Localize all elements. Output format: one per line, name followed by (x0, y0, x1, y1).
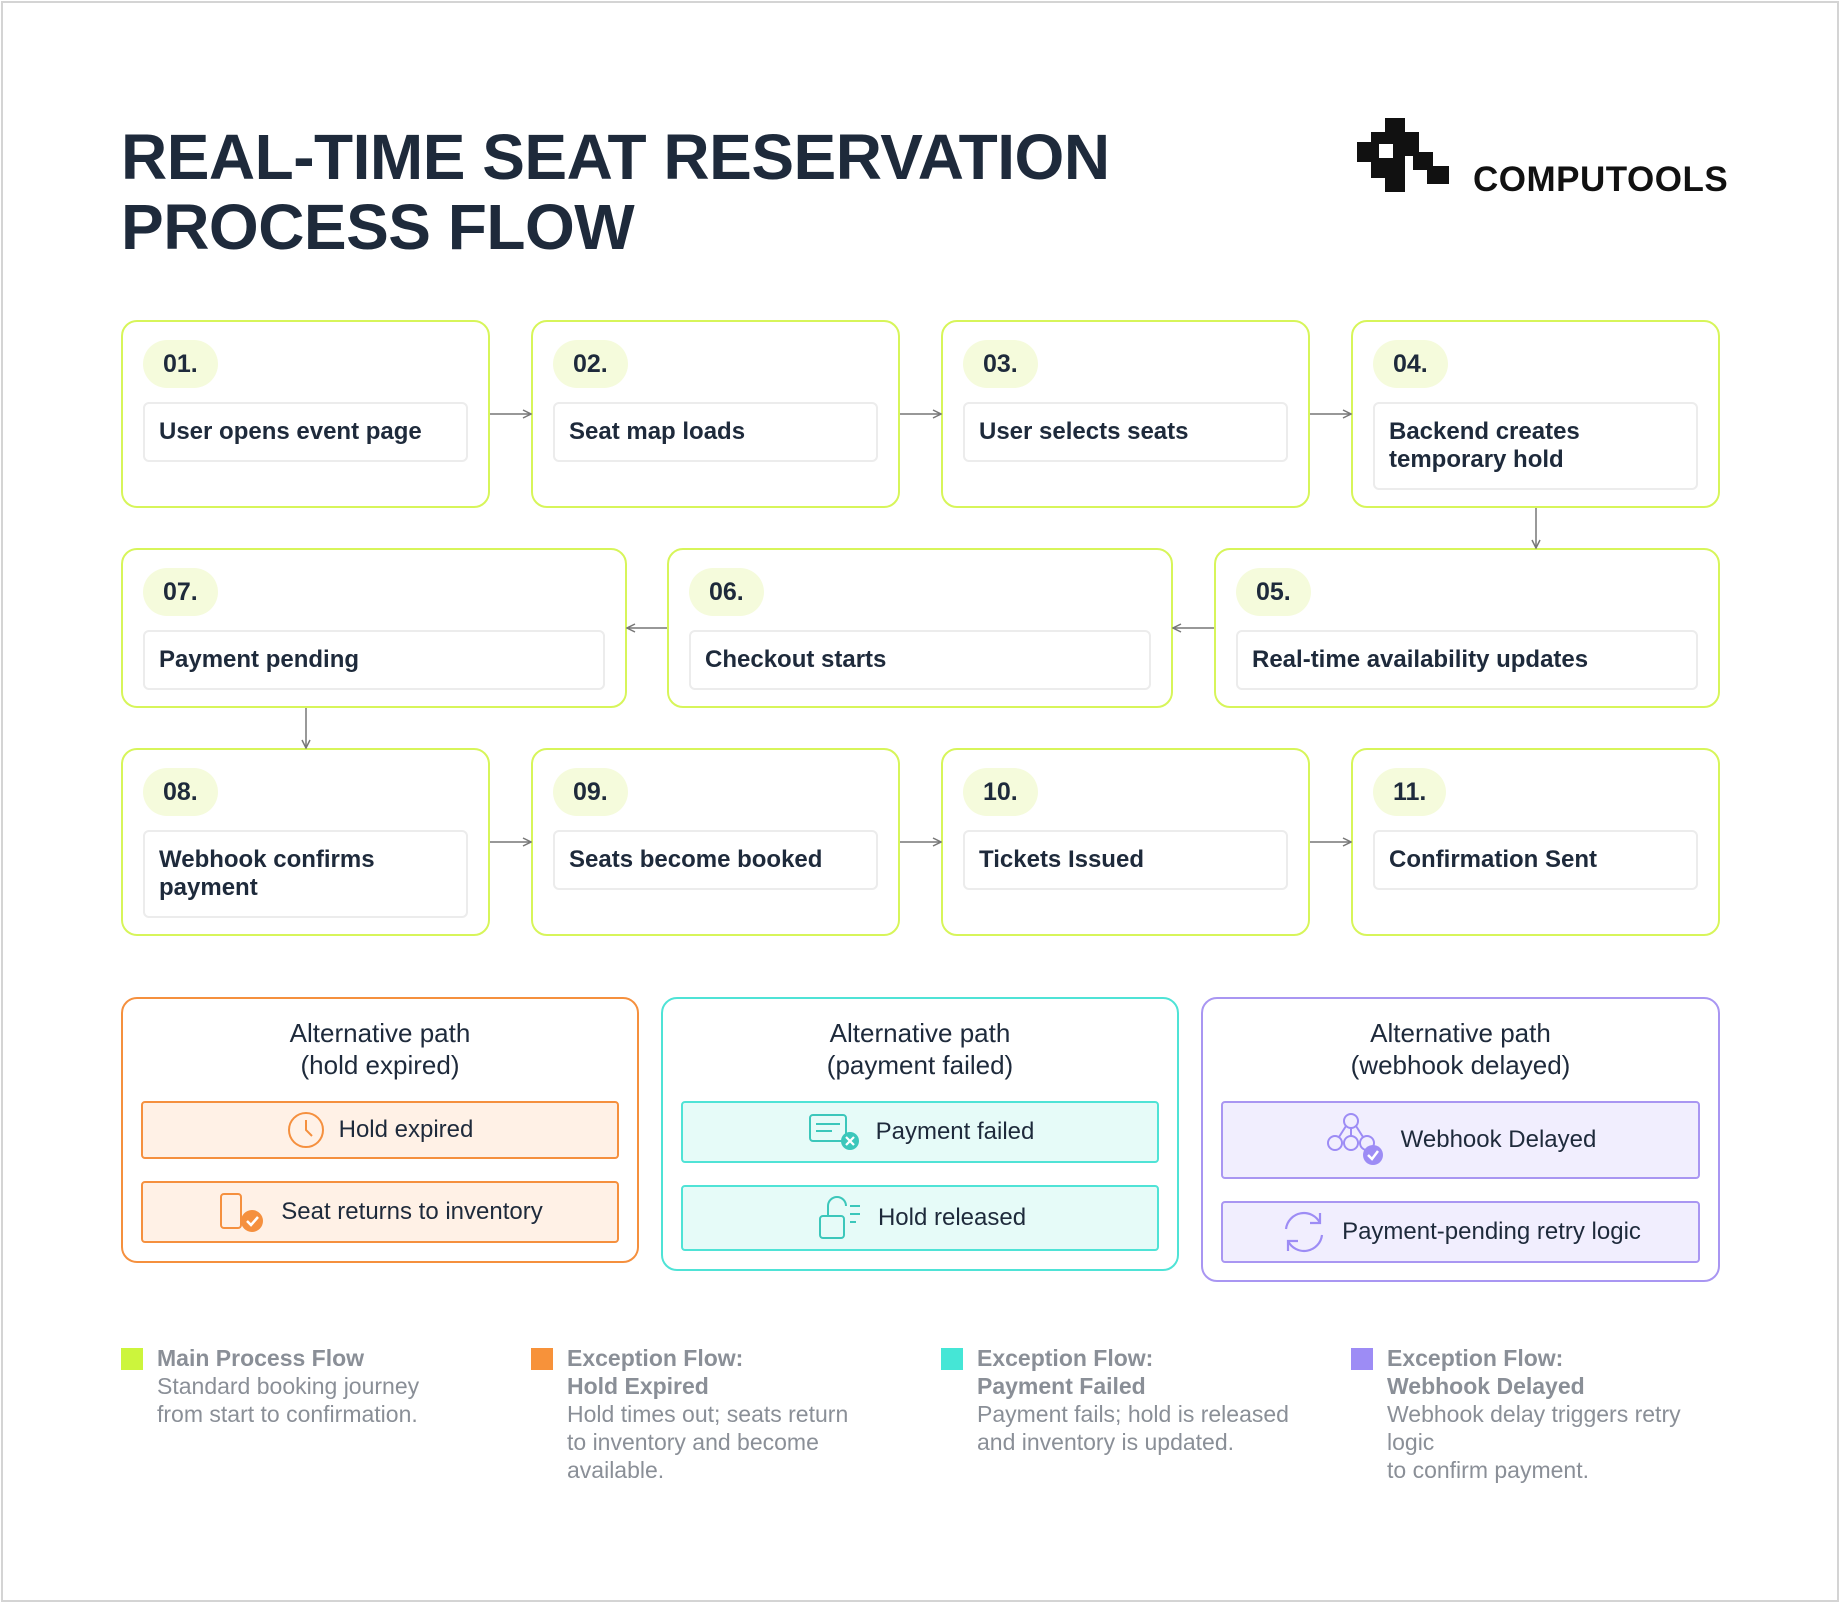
alt-path-payment-failed: Alternative path (payment failed) Paymen… (661, 997, 1179, 1271)
legend-swatch-main (121, 1348, 143, 1370)
alt-title-line1: Alternative path (289, 1018, 471, 1048)
alt-item-label: Seat returns to inventory (281, 1198, 543, 1225)
alt-path-webhook-delayed: Alternative path (webhook delayed) Webho… (1201, 997, 1720, 1282)
step-number: 10. (963, 768, 1038, 816)
legend-description: Webhook delay triggers retry logic to co… (1387, 1401, 1681, 1483)
step-number: 04. (1373, 340, 1448, 388)
legend-swatch-orange (531, 1348, 553, 1370)
alt-item-seat-returns: Seat returns to inventory (141, 1181, 619, 1243)
alt-title-line1: Alternative path (829, 1018, 1011, 1048)
step-02: 02. Seat map loads (531, 320, 900, 508)
alt-item-retry-logic: Payment-pending retry logic (1221, 1201, 1700, 1263)
retry-icon (1284, 1211, 1324, 1253)
alt-title-line2: (webhook delayed) (1350, 1050, 1571, 1080)
step-label: Backend creates temporary hold (1373, 402, 1698, 490)
legend-heading: Exception Flow: Hold Expired (567, 1345, 744, 1399)
step-04: 04. Backend creates temporary hold (1351, 320, 1720, 508)
alt-path-title: Alternative path (payment failed) (663, 1017, 1177, 1081)
step-number: 11. (1373, 768, 1447, 816)
alt-path-hold-expired: Alternative path (hold expired) Hold exp… (121, 997, 639, 1263)
step-number: 02. (553, 340, 628, 388)
step-label: Tickets Issued (963, 830, 1288, 890)
webhook-icon (1326, 1113, 1383, 1165)
unlock-icon (818, 1196, 860, 1239)
step-label: Seat map loads (553, 402, 878, 462)
seat-check-icon (220, 1193, 264, 1232)
alt-item-label: Payment-pending retry logic (1342, 1218, 1641, 1245)
legend-heading: Exception Flow: Payment Failed (977, 1345, 1154, 1399)
alt-item-hold-expired: Hold expired (141, 1101, 619, 1159)
step-label: Webhook confirms payment (143, 830, 468, 918)
legend-description: Hold times out; seats return to inventor… (567, 1401, 849, 1483)
step-06: 06. Checkout starts (667, 548, 1173, 708)
step-number: 07. (143, 568, 218, 616)
legend-description: Standard booking journey from start to c… (157, 1373, 420, 1427)
alt-title-line2: (payment failed) (826, 1050, 1014, 1080)
step-number: 01. (143, 340, 218, 388)
step-label: Seats become booked (553, 830, 878, 890)
step-label: Payment pending (143, 630, 605, 690)
step-number: 05. (1236, 568, 1311, 616)
logo-text: COMPUTOOLS (1473, 160, 1729, 199)
alt-item-label: Hold released (877, 1204, 1027, 1231)
step-number: 06. (689, 568, 764, 616)
step-01: 01. User opens event page (121, 320, 490, 508)
alt-item-hold-released: Hold released (681, 1185, 1159, 1251)
step-03: 03. User selects seats (941, 320, 1310, 508)
step-number: 09. (553, 768, 628, 816)
step-number: 03. (963, 340, 1038, 388)
alt-path-title: Alternative path (hold expired) (123, 1017, 637, 1081)
legend-swatch-purple (1351, 1348, 1373, 1370)
page-title: REAL-TIME SEAT RESERVATION PROCESS FLOW (121, 121, 1110, 263)
legend-swatch-teal (941, 1348, 963, 1370)
alt-title-line1: Alternative path (1370, 1018, 1551, 1048)
alt-title-line2: (hold expired) (300, 1050, 460, 1080)
computools-logo: COMPUTOOLS (1357, 118, 1729, 199)
step-05: 05. Real-time availability updates (1214, 548, 1720, 708)
clock-icon (287, 1112, 324, 1148)
step-label: Confirmation Sent (1373, 830, 1698, 890)
card-failed-icon (808, 1114, 859, 1150)
step-07: 07. Payment pending (121, 548, 627, 708)
step-08: 08. Webhook confirms payment (121, 748, 490, 936)
step-number: 08. (143, 768, 218, 816)
alt-item-label: Payment failed (875, 1118, 1035, 1145)
step-label: Real-time availability updates (1236, 630, 1698, 690)
step-label: Checkout starts (689, 630, 1151, 690)
legend-heading: Main Process Flow (157, 1345, 365, 1371)
step-label: User opens event page (143, 402, 468, 462)
legend-heading: Exception Flow: Webhook Delayed (1387, 1345, 1585, 1399)
alt-item-label: Hold expired (338, 1116, 474, 1143)
alt-item-webhook-delayed: Webhook Delayed (1221, 1101, 1700, 1179)
legend-description: Payment fails; hold is released and inve… (977, 1401, 1289, 1455)
step-10: 10. Tickets Issued (941, 748, 1310, 936)
alt-path-title: Alternative path (webhook delayed) (1203, 1017, 1718, 1081)
alt-item-payment-failed: Payment failed (681, 1101, 1159, 1163)
step-label: User selects seats (963, 402, 1288, 462)
step-09: 09. Seats become booked (531, 748, 900, 936)
step-11: 11. Confirmation Sent (1351, 748, 1720, 936)
alt-item-label: Webhook Delayed (1400, 1126, 1597, 1153)
computools-logo-icon (1357, 118, 1449, 192)
